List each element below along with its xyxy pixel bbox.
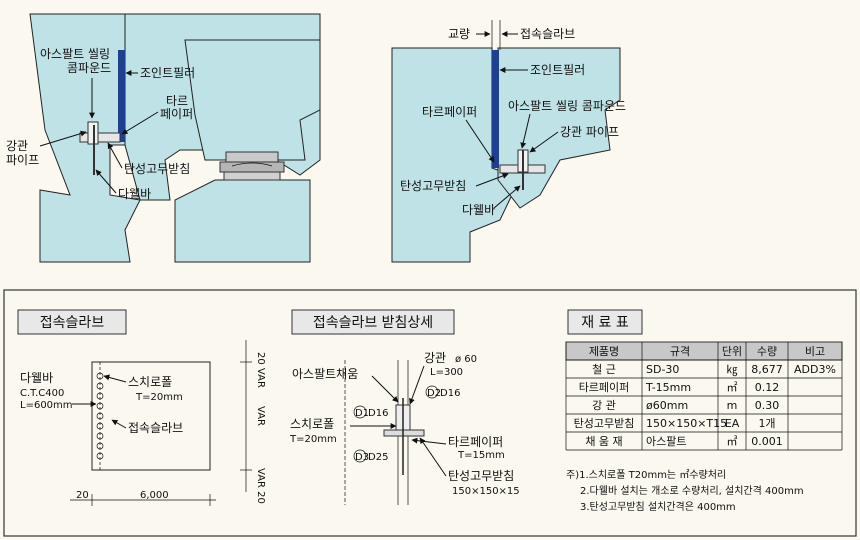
girder-concrete [184, 39, 321, 161]
label-rubber-right: 탄성고무받침 [400, 179, 466, 193]
detail-pipe-label: 강관 [424, 351, 446, 365]
label-asphalt-1: 아스팔트 씰링 [40, 47, 110, 61]
dim-var-top: 20 VAR [255, 352, 266, 388]
detail-d3-v: D25 [368, 452, 388, 463]
detail-rubber-size: 150×150×15 [452, 486, 520, 497]
plan-view: 접속슬라브 다웰바 C.T.C400 L=600mm 스치로폴 T=20mm 접… [17, 309, 266, 506]
table-cell: 0.001 [751, 435, 783, 448]
table-cell: 철 근 [592, 363, 616, 376]
table-cell: 8,677 [751, 363, 783, 376]
dim-6000: 6,000 [140, 490, 169, 501]
table-cell: 강 관 [592, 399, 616, 412]
table-cell: 150×150×T15 [646, 417, 727, 430]
detail-rubber [383, 429, 425, 437]
bottom-panel [3, 289, 857, 537]
label-rubber: 탄성고무받침 [124, 162, 190, 176]
joint-filler [118, 50, 125, 142]
table-cell: ADD3% [794, 363, 836, 376]
note-1: 주)1.스치로폴 T20mm는 ㎡수량처리 [566, 469, 726, 481]
table-cell: 채 움 재 [585, 435, 622, 448]
table-cell: 1개 [758, 417, 775, 430]
dim-var-mid: VAR [255, 406, 266, 426]
label-pipe-2: 파이프 [6, 153, 39, 167]
label-joint-filler: 조인트필러 [140, 66, 195, 80]
pier-concrete [174, 179, 311, 263]
detail-pipe-l: L=300 [430, 367, 463, 378]
plan-dowel-3: L=600mm [20, 400, 73, 411]
detail-styro-t: T=20mm [289, 434, 337, 445]
th-unit: 단위 [722, 345, 742, 358]
detail-styro: 스치로폴 [290, 417, 334, 431]
detail-rubber-label: 탄성고무받침 [448, 469, 514, 483]
label-asphalt-2: 콤파운드 [67, 61, 111, 75]
dim-20: 20 [76, 490, 89, 501]
table-cell: EA [725, 417, 740, 430]
dim-var-bot: VAR 20 [255, 468, 266, 504]
table-cell: SD-30 [646, 363, 679, 376]
table-cell: m [727, 399, 738, 412]
th-spec: 규격 [670, 345, 690, 358]
slab-outline [91, 361, 211, 471]
materials-title: 재 료 표 [581, 315, 629, 331]
table-cell: ㎥ [727, 435, 738, 448]
label-pipe-1: 강관 [6, 139, 28, 153]
label-asphalt-right: 아스팔트 씰링 콤파운드 [508, 99, 626, 113]
support-detail: 접속슬라브 받침상세 강관 ø 60 L=300 아스팔트채움 D1 D16 D… [289, 309, 520, 505]
detail-asphalt: 아스팔트채움 [292, 367, 358, 381]
detail-d2: D2 [427, 388, 441, 399]
detail-d1-v: D16 [368, 408, 388, 419]
rubber-pad [79, 132, 121, 143]
note-2: 2.다웰바 설치는 개소로 수량처리, 설치간격 400mm [580, 484, 804, 497]
dowel-circles [96, 372, 104, 460]
th-name: 제품명 [589, 345, 619, 358]
label-dowel-right: 다웰바 [462, 203, 495, 217]
detail-tar-t: T=15mm [457, 450, 505, 461]
detail-d3: D3 [355, 452, 369, 463]
table-cell: 0.12 [755, 381, 780, 394]
label-tar-2: 페이퍼 [160, 107, 193, 121]
plan-styro-t: T=20mm [135, 392, 183, 403]
label-joint-filler-right: 조인트필러 [530, 63, 585, 77]
detail-d1: D1 [355, 408, 369, 419]
label-pipe-right: 강관 파이프 [560, 125, 619, 139]
label-slab: 접속슬라브 [520, 27, 575, 41]
label-bridge: 교량 [448, 27, 470, 41]
plan-dowel-1: 다웰바 [20, 371, 53, 385]
table-cell: ø60mm [646, 399, 688, 412]
label-tar-right: 타르페이퍼 [422, 105, 477, 119]
detail-title: 접속슬라브 받침상세 [313, 315, 433, 331]
detail-tar: 타르페이퍼 [448, 435, 503, 449]
th-note: 비고 [805, 345, 825, 358]
table-cell: 타르페이퍼 [579, 381, 630, 394]
materials-table: 재 료 표 제품명 규격 단위 수량 비고 철 근 SD-30 ㎏ 8,677 … [565, 309, 843, 513]
th-qty: 수량 [757, 345, 777, 358]
detail-d2-v: D16 [440, 388, 460, 399]
label-tar-1: 타르 [166, 94, 188, 108]
table-cell: ㎡ [727, 381, 738, 394]
table-cell: T-15mm [645, 381, 691, 394]
table-cell: 탄성고무받침 [574, 417, 635, 430]
plan-slab: 접속슬라브 [128, 421, 183, 435]
plan-dowel-2: C.T.C400 [20, 388, 64, 399]
joint-filler-right [492, 50, 499, 168]
bridge-bearing [219, 151, 285, 181]
note-3: 3.탄성고무받침 설치간격은 400mm [580, 500, 736, 513]
table-cell: ㎏ [727, 363, 738, 376]
detail-pipe-dia: ø 60 [455, 354, 477, 365]
top-left-section: 아스팔트 씰링 콤파운드 조인트필러 타르 페이퍼 강관 파이프 탄성고무받침 … [6, 13, 321, 263]
plan-styro: 스치로폴 [128, 375, 172, 389]
label-dowel: 다웰바 [118, 187, 151, 201]
plan-title: 접속슬라브 [40, 315, 105, 331]
top-right-section: 교량 접속슬라브 조인트필러 타르페이퍼 아스팔트 씰링 콤파운드 강관 파이프… [391, 20, 626, 263]
table-cell: 0.30 [755, 399, 780, 412]
table-cell: 아스팔트 [646, 435, 686, 448]
plan-title-box [17, 309, 127, 335]
